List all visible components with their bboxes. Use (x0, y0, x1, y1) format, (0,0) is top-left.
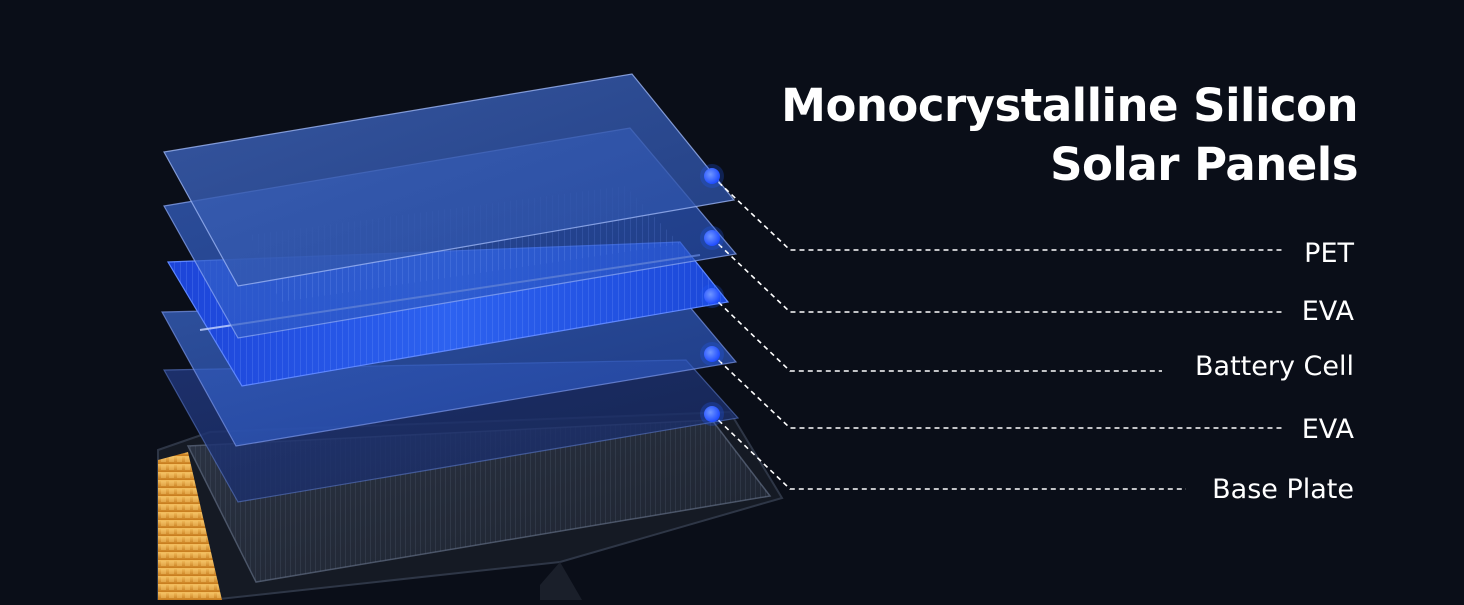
layer-dot-4 (704, 346, 720, 362)
title-line-2: Solar Panels (1050, 138, 1358, 191)
layer-dot-3 (704, 288, 720, 304)
layer-dot-5 (704, 406, 720, 422)
layer-label-pet: PET (1304, 238, 1354, 269)
layer-label-battery-cell: Battery Cell (1195, 351, 1354, 382)
title-line-1: Monocrystalline Silicon (781, 79, 1358, 132)
leader-line-2 (711, 237, 1284, 313)
leader-line-1 (711, 175, 1284, 251)
page-title: Monocrystalline Silicon Solar Panels (781, 76, 1358, 194)
pet-layer (163, 73, 736, 287)
layer-dot-1 (704, 168, 720, 184)
leader-line-5 (711, 413, 1186, 490)
layer-label-base-plate: Base Plate (1212, 474, 1354, 505)
leader-lines (700, 164, 1284, 490)
leader-line-4 (711, 353, 1284, 429)
layer-label-eva-upper: EVA (1301, 296, 1354, 327)
leader-line-3 (711, 295, 1162, 372)
layer-dot-2 (704, 230, 720, 246)
layer-label-eva-lower: EVA (1301, 414, 1354, 445)
